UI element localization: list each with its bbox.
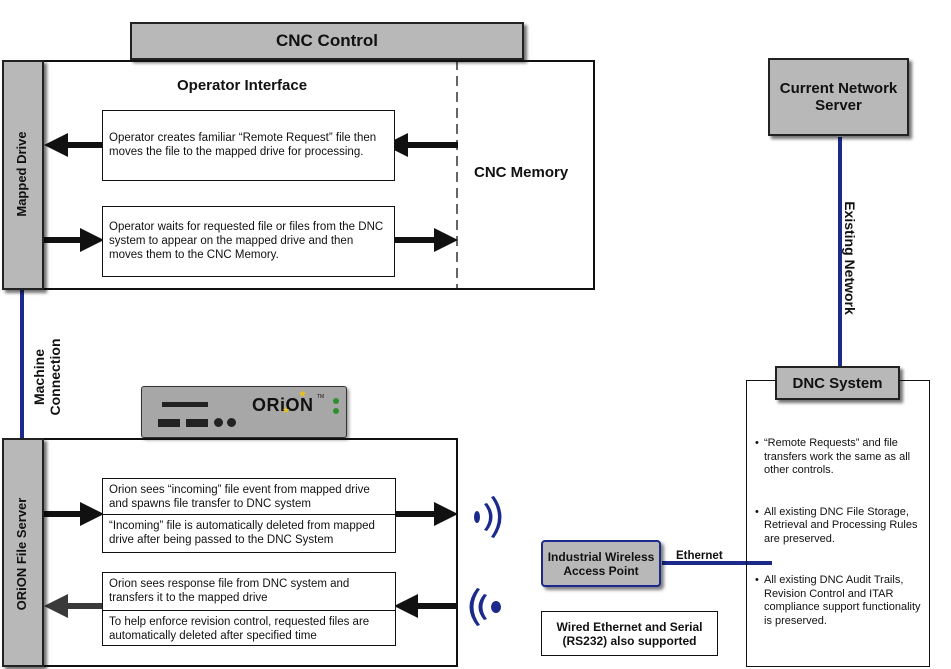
machine-connection-line1: Machine [31, 349, 47, 406]
cnc-control-header: CNC Control [130, 22, 524, 60]
device-button-2 [186, 419, 208, 427]
orion-file-server-label: ORiON File Server [14, 497, 29, 611]
wired-support-note: Wired Ethernet and Serial (RS232) also s… [541, 611, 718, 656]
cnc-control-title: CNC Control [276, 31, 378, 50]
network-server-title: Current Network Server [779, 80, 898, 114]
status-led-icon [333, 398, 339, 404]
wireless-out-icon [474, 496, 502, 538]
orion-file-server-bar [2, 438, 44, 667]
machine-connection-label: Machine Connection [31, 322, 65, 432]
orion-logo: ORiON [252, 395, 314, 415]
operator-interface-heading: Operator Interface [177, 77, 308, 94]
device-slot [162, 402, 208, 407]
wireless-in-icon [469, 588, 501, 626]
star-icon: ★ [282, 405, 291, 415]
orion-revision-text: To help enforce revision control, reques… [109, 616, 370, 642]
dnc-bullet-3: All existing DNC Audit Trails, Revision … [755, 574, 924, 628]
device-knob-1 [214, 418, 223, 427]
dnc-bullet-2: All existing DNC File Storage, Retrieval… [755, 506, 924, 547]
operator-request-box: Operator creates familiar “Remote Reques… [102, 110, 395, 181]
ethernet-label: Ethernet [676, 550, 723, 562]
network-server-box: Current Network Server [768, 58, 909, 136]
star-icon: ★ [298, 389, 307, 400]
orion-incoming-box: Orion sees “incoming” file event from ma… [102, 478, 396, 553]
status-led-icon [333, 408, 339, 414]
mapped-drive-bar [2, 60, 44, 290]
dnc-bullet-list: “Remote Requests” and file transfers wor… [754, 437, 924, 656]
operator-wait-box: Operator waits for requested file or fil… [102, 206, 395, 277]
dnc-system-header: DNC System [775, 366, 900, 400]
wireless-access-point-title: Industrial Wireless Access Point [547, 549, 655, 578]
wired-support-text: Wired Ethernet and Serial (RS232) also s… [556, 619, 703, 648]
orion-response-box: Orion sees response file from DNC system… [102, 572, 396, 646]
device-knob-2 [227, 418, 236, 427]
machine-connection-line2: Connection [47, 338, 63, 416]
orion-device: ORiON ★ ★ TM [141, 386, 347, 438]
wireless-access-point-box: Industrial Wireless Access Point [541, 540, 661, 587]
dnc-system-title: DNC System [792, 374, 883, 392]
device-button-1 [158, 419, 180, 427]
existing-network-label: Existing Network [842, 201, 858, 315]
device-tm: TM [317, 394, 325, 400]
dnc-bullet-1: “Remote Requests” and file transfers wor… [755, 437, 924, 478]
orion-incoming-text: Orion sees “incoming” file event from ma… [103, 479, 395, 515]
cnc-memory-label: CNC Memory [474, 164, 569, 181]
orion-delete-text: “Incoming” file is automatically deleted… [109, 520, 375, 546]
mapped-drive-label: Mapped Drive [14, 131, 29, 217]
orion-response-text: Orion sees response file from DNC system… [103, 573, 395, 611]
